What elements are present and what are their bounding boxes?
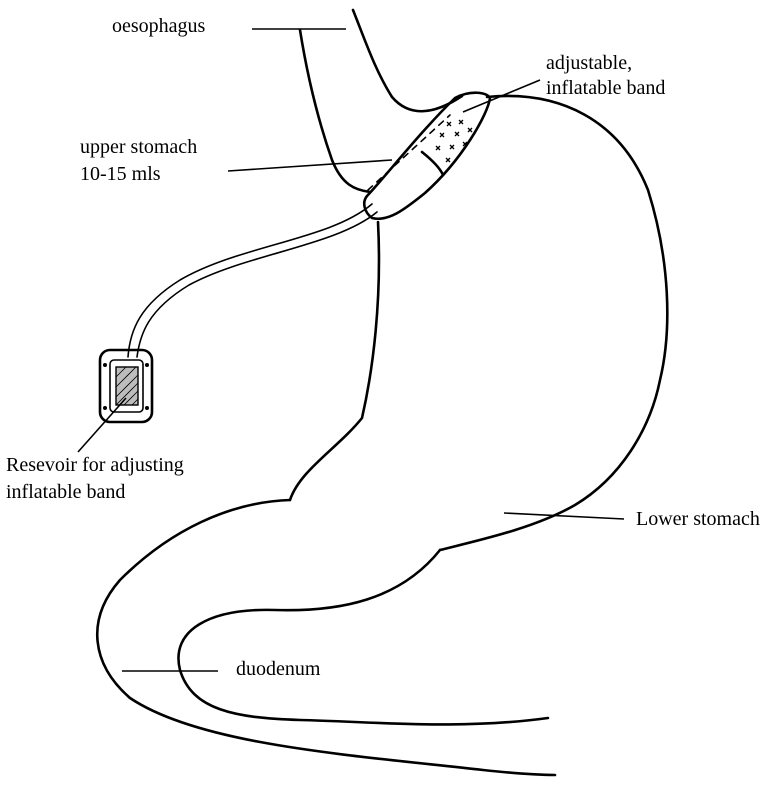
- upper-stomach-pouch: [368, 115, 450, 190]
- duodenum-inner-wall: [178, 550, 548, 724]
- label-upper-stomach-line1: upper stomach: [80, 136, 197, 159]
- lower-stomach-lesser-curvature: [290, 222, 379, 500]
- oesophagus-right-wall: [353, 10, 462, 111]
- reservoir-leader: [78, 398, 126, 452]
- label-reservoir-line1: Resevoir for adjusting: [6, 454, 184, 477]
- label-reservoir-line2: inflatable band: [6, 481, 125, 504]
- label-duodenum: duodenum: [236, 658, 320, 681]
- label-band-line1: adjustable,: [546, 52, 632, 75]
- label-oesophagus: oesophagus: [112, 15, 205, 38]
- reservoir-port: [100, 350, 152, 422]
- upper-stomach-leader: [228, 160, 392, 171]
- label-band-line2: inflatable band: [546, 77, 665, 100]
- lower-stomach-leader: [504, 513, 624, 519]
- band-inflatable-segment-divider: [422, 152, 443, 175]
- band-tubing-outer: [128, 204, 372, 357]
- band-inflatable-marks: [436, 120, 472, 162]
- lower-stomach-greater-curvature: [440, 96, 667, 550]
- duodenum-outer-wall: [97, 500, 555, 775]
- label-lower-stomach: Lower stomach: [636, 508, 760, 531]
- label-upper-stomach-line2: 10-15 mls: [80, 163, 161, 186]
- oesophagus-left-wall: [300, 30, 370, 192]
